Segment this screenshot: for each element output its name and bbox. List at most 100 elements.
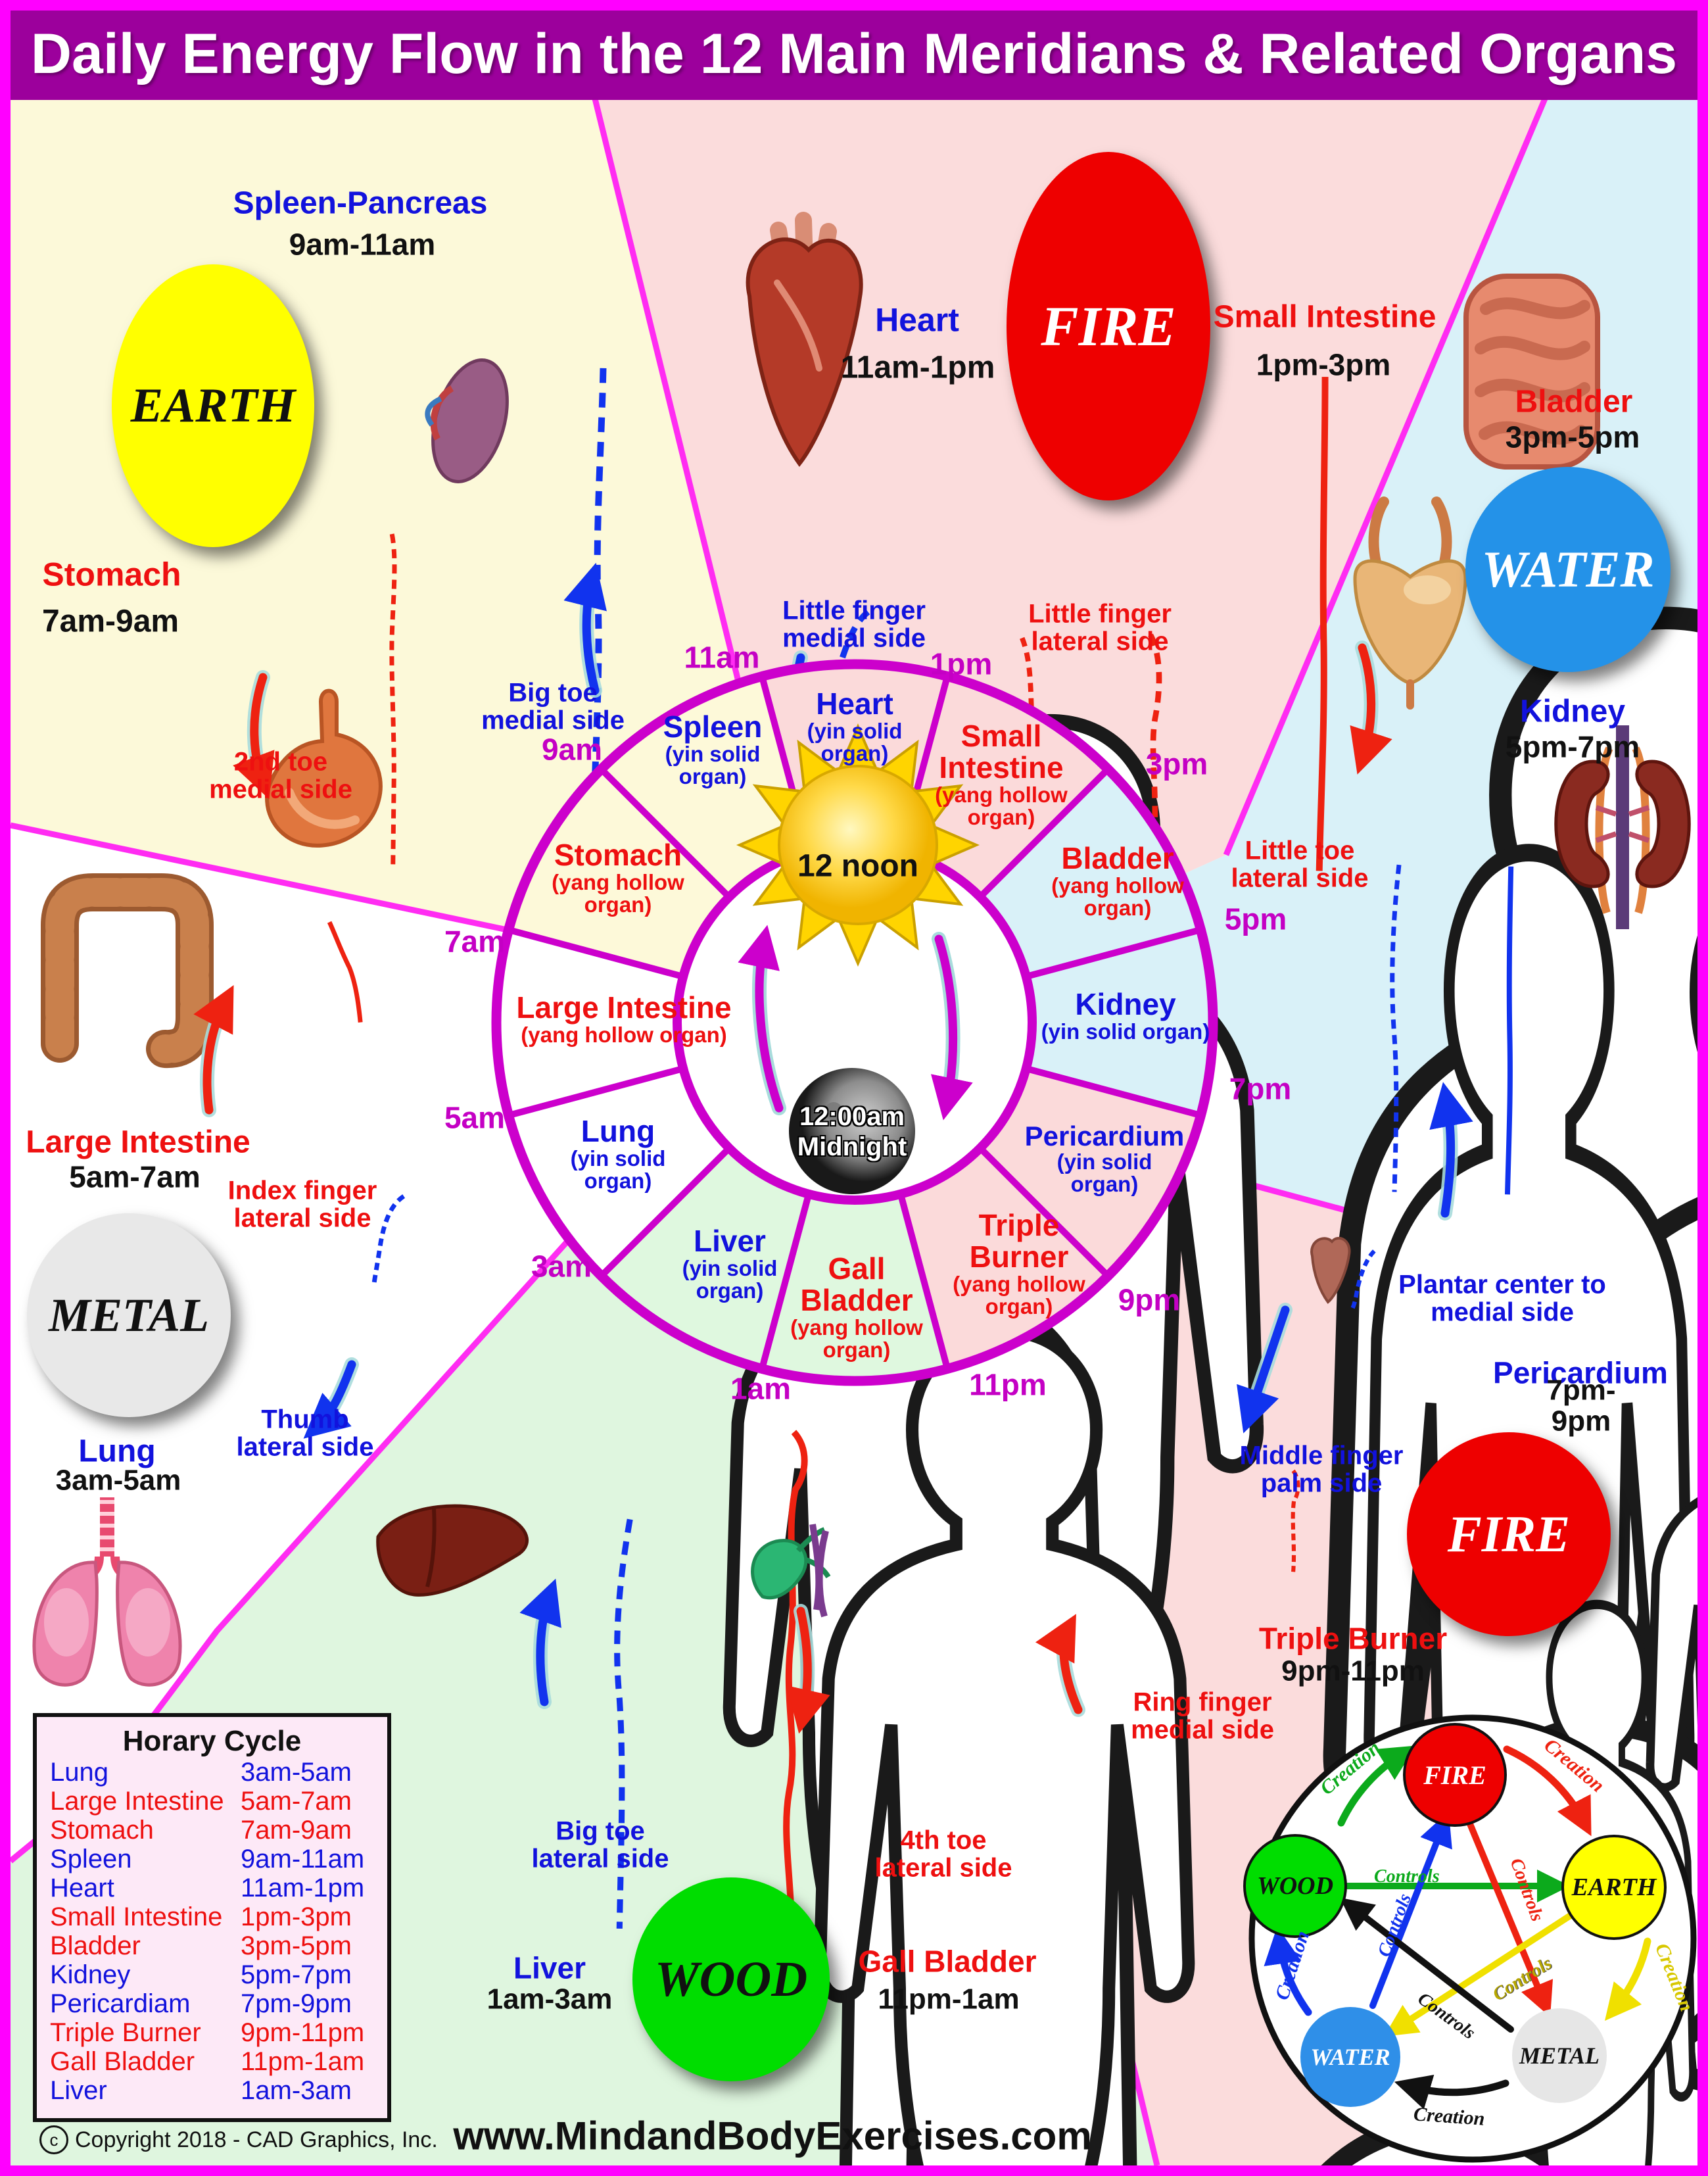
sector-triple-burner-type: (yang hollow organ) bbox=[953, 1271, 1085, 1318]
wood-up-arrow bbox=[519, 1578, 561, 1706]
metal-up-arrow bbox=[193, 985, 234, 1115]
earth-stomach-label: Stomach bbox=[42, 556, 181, 593]
sector-label-kidney[interactable]: Kidney (yin solid organ) bbox=[1017, 986, 1234, 1044]
sector-label-large-intestine[interactable]: Large Intestine (yang hollow organ) bbox=[486, 992, 762, 1046]
sector-label-triple-burner[interactable]: Triple Burner (yang hollow organ) bbox=[937, 1209, 1101, 1318]
water-kidney-label: Kidney bbox=[1519, 694, 1626, 729]
sector-lung-name: Lung bbox=[581, 1113, 655, 1148]
earth-stomach-time: 7am-9am bbox=[41, 604, 179, 639]
sector-stomach-type: (yang hollow organ) bbox=[552, 869, 684, 917]
horary-organ: Large Intestine bbox=[50, 1786, 224, 1816]
controls-earth-water-arrow bbox=[1384, 1912, 1575, 2037]
bladder-organ-icon bbox=[1353, 496, 1467, 710]
fire2-triple-burner-label: Triple Burner bbox=[1258, 1621, 1448, 1656]
horary-organ: Gall Bladder bbox=[50, 2046, 195, 2076]
sector-small-intestine-name: Small Intestine bbox=[939, 718, 1064, 785]
controls-metal-wood-arrow bbox=[1340, 1897, 1514, 2033]
time-7pm: 7pm bbox=[1229, 1071, 1292, 1106]
sector-liver-name: Liver bbox=[694, 1223, 766, 1258]
wood-liver-time: 1am-3am bbox=[486, 1983, 613, 2016]
time-9am: 9am bbox=[541, 732, 603, 767]
sector-gall-bladder-name: Gall Bladder bbox=[800, 1251, 913, 1317]
cycle-metal-badge: METAL bbox=[1512, 2008, 1607, 2103]
time-3pm: 3pm bbox=[1145, 746, 1208, 781]
time-11am: 11am bbox=[684, 640, 760, 675]
cycle-water-badge: WATER bbox=[1300, 2007, 1400, 2107]
sector-bladder-type: (yang hollow organ) bbox=[1051, 873, 1184, 920]
horary-organ: Heart bbox=[50, 1873, 114, 1902]
sector-large-intestine-type: (yang hollow organ) bbox=[521, 1022, 727, 1047]
cycle-fire-badge: FIRE bbox=[1403, 1723, 1507, 1827]
fire2-triple-burner-time: 9pm-11pm bbox=[1281, 1655, 1425, 1687]
water-kidney-time: 5pm-7pm bbox=[1505, 729, 1640, 764]
sector-kidney-type: (yin solid organ) bbox=[1041, 1019, 1210, 1044]
website-url[interactable]: www.MindandBodyExercises.com bbox=[453, 2114, 1092, 2158]
water-bladder-time: 3pm-5pm bbox=[1505, 420, 1640, 454]
sector-kidney-name: Kidney bbox=[1075, 986, 1176, 1021]
horary-time: 5pm-7pm bbox=[241, 1960, 352, 1989]
moon-icon bbox=[789, 1068, 915, 1194]
kidneys-organ-icon bbox=[1554, 725, 1691, 929]
liver-organ-icon bbox=[376, 1504, 529, 1597]
time-7am: 7am bbox=[444, 924, 506, 959]
horary-organ: Liver bbox=[50, 2075, 107, 2105]
time-5am: 5am bbox=[444, 1100, 506, 1135]
sector-label-liver[interactable]: Liver (yin solid organ) bbox=[664, 1223, 795, 1302]
horary-time: 11am-1pm bbox=[241, 1873, 365, 1902]
metal-lung-label: Lung bbox=[78, 1434, 156, 1469]
fire2-note-ring-finger: Ring finger medial side bbox=[1131, 1687, 1274, 1745]
heart-organ-icon bbox=[746, 212, 863, 467]
large-intestine-organ-icon bbox=[41, 873, 214, 1069]
sector-large-intestine-name: Large Intestine bbox=[516, 990, 732, 1025]
figure-gall-bladder-side bbox=[783, 1430, 1651, 2176]
sector-spleen-type: (yin solid organ) bbox=[665, 741, 761, 788]
wood-gall-bladder-time: 11pm-1am bbox=[878, 1983, 1020, 2016]
sector-label-lung[interactable]: Lung (yin solid organ) bbox=[552, 1113, 684, 1192]
midnight-label-2: Midnight bbox=[797, 1132, 907, 1161]
water-element-label: WATER bbox=[1481, 541, 1655, 598]
figure-large-intestine-torso bbox=[327, 921, 1098, 2176]
earth-spleen-pancreas-label: Spleen-Pancreas bbox=[233, 185, 488, 221]
horary-time: 1pm-3pm bbox=[241, 1902, 352, 1931]
fire2-note-plantar: Plantar center to medial side bbox=[1398, 1270, 1606, 1327]
fire-note-little-finger-lateral: Little finger lateral side bbox=[1028, 599, 1172, 656]
earth-spleen-time: 9am-11am bbox=[289, 227, 436, 262]
creation-earth-metal-arrow bbox=[1605, 1937, 1651, 2021]
horary-organ: Lung bbox=[50, 1757, 108, 1787]
metal-large-intestine-time: 5am-7am bbox=[69, 1159, 201, 1194]
wood-element-label: WOOD bbox=[654, 1951, 808, 2007]
sector-label-pericardium[interactable]: Pericardium (yin solid organ) bbox=[1022, 1122, 1187, 1196]
sector-label-gall-bladder[interactable]: Gall Bladder (yang hollow organ) bbox=[781, 1253, 932, 1361]
human-figures bbox=[327, 368, 1708, 2176]
sector-pericardium-name: Pericardium bbox=[1024, 1120, 1185, 1151]
water-element-badge: WATER bbox=[1465, 467, 1671, 672]
figure-lung-torso bbox=[371, 1194, 1188, 2176]
sector-label-spleen[interactable]: Spleen (yin solid organ) bbox=[647, 711, 778, 788]
gall-bladder-organ-icon bbox=[751, 1524, 831, 1618]
sector-label-heart[interactable]: Heart (yin solid organ) bbox=[779, 686, 930, 765]
sun-icon bbox=[736, 723, 980, 967]
water-down-arrow bbox=[1350, 643, 1392, 775]
sector-label-small-intestine[interactable]: Small Intestine (yang hollow organ) bbox=[924, 718, 1079, 829]
horary-organ: Spleen bbox=[50, 1844, 132, 1874]
sector-label-stomach[interactable]: Stomach (yang hollow organ) bbox=[536, 837, 700, 917]
cycle-fire-label: FIRE bbox=[1423, 1760, 1486, 1790]
water-note-little-toe: Little toe lateral side bbox=[1231, 836, 1369, 893]
cycle-earth-badge: EARTH bbox=[1561, 1835, 1667, 1940]
wood-liver-label: Liver bbox=[513, 1950, 586, 1985]
metal-note-thumb: Thumb lateral side bbox=[236, 1405, 374, 1462]
sector-stomach-name: Stomach bbox=[554, 837, 682, 872]
hub-ascending-arrow bbox=[738, 925, 784, 1113]
title-banner: Daily Energy Flow in the 12 Main Meridia… bbox=[11, 8, 1697, 100]
flow-arrows bbox=[193, 562, 1473, 1734]
controls-water-fire-arrow bbox=[1369, 1811, 1452, 2009]
cycle-metal-label: METAL bbox=[1519, 2043, 1600, 2069]
sector-heart-name: Heart bbox=[816, 686, 893, 721]
figure-stomach-meridian bbox=[389, 533, 1257, 2176]
horary-time: 1am-3am bbox=[241, 2075, 352, 2105]
sector-label-bladder[interactable]: Bladder (yang hollow organ) bbox=[1035, 840, 1200, 920]
water-up-arrow bbox=[1429, 1082, 1473, 1218]
sector-bladder-name: Bladder bbox=[1061, 840, 1174, 875]
